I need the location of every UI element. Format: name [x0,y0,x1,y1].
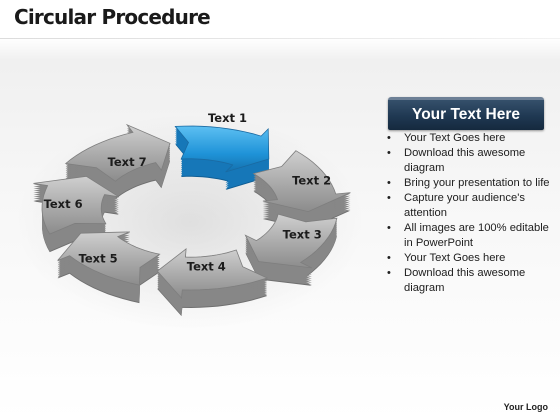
arrow-segment-face [33,175,120,235]
segment-label: Text 4 [187,260,226,274]
bullet-item: Download this awesome diagram [382,266,554,296]
bullet-list: Your Text Goes here Download this awesom… [382,131,554,296]
panel-heading: Your Text Here [412,106,520,123]
arrow-segment-face [64,123,171,182]
arrow-segment-face [174,125,270,173]
bullet-item: Your Text Goes here [382,131,554,146]
panel-heading-box: Your Text Here [388,97,544,130]
arrow-segment-3 [244,213,338,286]
segment-label: Text 6 [44,197,83,211]
segment-label: Text 3 [283,228,322,242]
arrow-segment-face [252,150,351,213]
slide-title: Circular Procedure [14,5,211,29]
segment-label: Text 2 [292,173,331,187]
bullet-item: Bring your presentation to life [382,176,554,191]
title-divider [0,38,560,39]
arrow-segment-5 [57,231,161,304]
bullet-item: Capture your audience's attention [382,191,554,221]
segment-label: Text 7 [108,155,147,169]
arrow-segment-4 [156,248,269,317]
bullet-item: All images are 100% editable in PowerPoi… [382,221,554,251]
arrow-segment-face [156,248,269,300]
arrow-segment-7 [64,123,171,200]
logo-text: Your Logo [503,402,548,412]
arrow-segment-1 [174,125,270,190]
segment-label: Text 1 [208,111,247,125]
bullet-item: Download this awesome diagram [382,146,554,176]
arrow-segment-6 [33,175,120,253]
arrow-segment-face [57,231,161,286]
bullet-item: Your Text Goes here [382,251,554,266]
arrow-segment-face [244,213,338,269]
segment-label: Text 5 [79,252,118,266]
